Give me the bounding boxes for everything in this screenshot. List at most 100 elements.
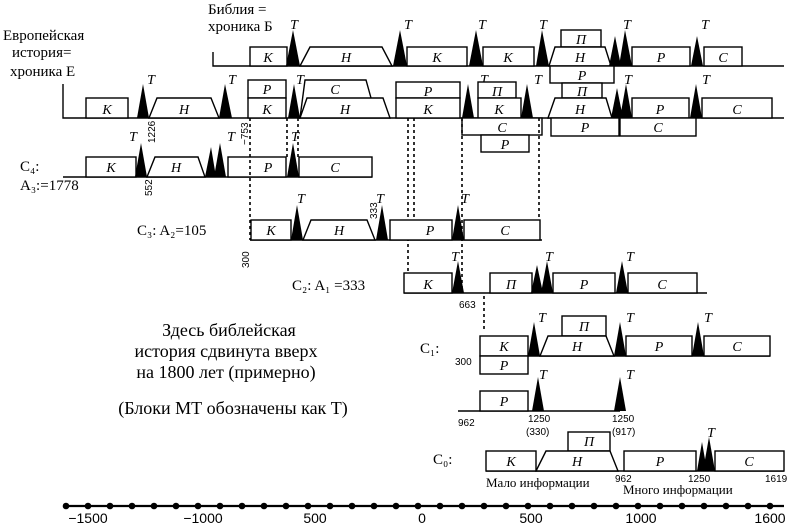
block-letter: Р xyxy=(262,83,272,98)
block-letter: С xyxy=(500,224,510,239)
block-letter: Н xyxy=(571,455,583,470)
c2-row: C₂: A₁ =333 К T П T Р T С 663 xyxy=(292,250,707,311)
c0-label: C₀: xyxy=(433,452,452,468)
block-letter: П xyxy=(491,85,503,100)
axis-dot xyxy=(436,502,444,510)
note-line2: история сдвинута вверх xyxy=(134,341,317,361)
axis-dot xyxy=(480,502,488,510)
axis-dot xyxy=(458,502,466,510)
t-marker: T xyxy=(451,250,460,265)
t-marker: T xyxy=(534,73,543,88)
block-letter: Р xyxy=(656,51,666,66)
axis-dot xyxy=(612,502,620,510)
axis-dot xyxy=(370,502,378,510)
note-line4: (Блоки МТ обозначены как T) xyxy=(118,398,348,419)
bible-label-line2: хроника Б xyxy=(208,19,273,35)
axis-dot xyxy=(194,502,202,510)
t-marker: T xyxy=(539,368,548,383)
low-info-label: Мало информации xyxy=(486,475,590,490)
year-1619: 1619 xyxy=(765,474,788,485)
block-letter: С xyxy=(732,340,742,355)
year-1226: 1226 xyxy=(147,120,158,143)
block-letter: Н xyxy=(574,103,586,118)
year-1250: 1250 xyxy=(612,414,635,425)
year-552: 552 xyxy=(144,179,155,196)
axis-dot xyxy=(172,502,180,510)
block-letter: К xyxy=(493,103,504,118)
axis-dot xyxy=(260,502,268,510)
t-marker: T xyxy=(404,18,413,33)
bible-chronicle-row: К T Н T К T К T П Н T Р T С Р xyxy=(212,18,784,84)
c4-a3-label: A₃:=1778 xyxy=(20,178,79,194)
t-marker: T xyxy=(228,73,237,88)
axis-dots xyxy=(62,502,774,510)
c1-sub-row: Р T T 962 1250 (330) 1250 (917) xyxy=(458,368,635,438)
year-753: −753 xyxy=(240,122,251,145)
axis-dot xyxy=(744,502,752,510)
axis-tick-label: 500 xyxy=(519,510,543,526)
note-line1: Здесь библейская xyxy=(162,320,296,340)
europe-label-line1: Европейская xyxy=(3,28,84,44)
axis-dot xyxy=(414,502,422,510)
block-letter: К xyxy=(505,455,516,470)
axis-dot xyxy=(348,502,356,510)
europe-label-line3: хроника Е xyxy=(10,64,75,80)
block-letter: Р xyxy=(263,161,273,176)
block-letter: С xyxy=(744,455,754,470)
axis-dot xyxy=(568,502,576,510)
block-letter: К xyxy=(262,51,273,66)
block-letter: К xyxy=(422,278,433,293)
block-letter: С xyxy=(330,83,340,98)
block-letter: Р xyxy=(580,121,590,136)
t-marker: T xyxy=(624,73,633,88)
block-letter: К xyxy=(105,161,116,176)
axis-dot xyxy=(282,502,290,510)
t-marker: T xyxy=(297,192,306,207)
c3-row: C₃: A₂=105 К T Н T Р T С 333 300 xyxy=(137,192,542,268)
axis-dot xyxy=(656,502,664,510)
axis-dot xyxy=(216,502,224,510)
block-letter: Н xyxy=(178,103,190,118)
axis-tick-label: −1500 xyxy=(68,510,108,526)
axis-dot xyxy=(546,502,554,510)
t-marker: T xyxy=(538,311,547,326)
axis-dot xyxy=(392,502,400,510)
block-letter: П xyxy=(578,320,590,335)
t-marker: T xyxy=(129,130,138,145)
t-marker: T xyxy=(626,311,635,326)
t-marker: T xyxy=(147,73,156,88)
t-marker: T xyxy=(290,18,299,33)
t-marker: T xyxy=(704,311,713,326)
block-letter: Н xyxy=(333,224,345,239)
axis-dot xyxy=(62,502,70,510)
axis-dot xyxy=(128,502,136,510)
european-history-row: К T Н T Р К T С Н Р К T П К T П Н T xyxy=(62,73,784,153)
c1-label: C₁: xyxy=(420,341,439,357)
much-info-label: Много информации xyxy=(623,482,733,497)
axis-dot xyxy=(502,502,510,510)
axis-dot xyxy=(304,502,312,510)
axis-tick-label: −1000 xyxy=(183,510,223,526)
year-330: (330) xyxy=(526,427,549,438)
block-letter: Н xyxy=(339,103,351,118)
axis-dot xyxy=(84,502,92,510)
block-letter: К xyxy=(265,224,276,239)
axis-tick-label: 1000 xyxy=(625,510,656,526)
block-letter: С xyxy=(330,161,340,176)
t-marker: T xyxy=(545,250,554,265)
block-letter: Н xyxy=(340,51,352,66)
axis-dot xyxy=(700,502,708,510)
year-663: 663 xyxy=(459,300,476,311)
t-marker: T xyxy=(478,18,487,33)
year-300: 300 xyxy=(455,357,472,368)
block-letter: Р xyxy=(655,103,665,118)
t-marker: T xyxy=(376,192,385,207)
block-letter: Р xyxy=(425,224,435,239)
t-marker: T xyxy=(626,368,635,383)
block-letter: П xyxy=(575,33,587,48)
year-962: 962 xyxy=(458,418,475,429)
t-marker: T xyxy=(227,130,236,145)
block-letter: Н xyxy=(571,340,583,355)
block-letter: К xyxy=(261,103,272,118)
t-marker: T xyxy=(701,18,710,33)
